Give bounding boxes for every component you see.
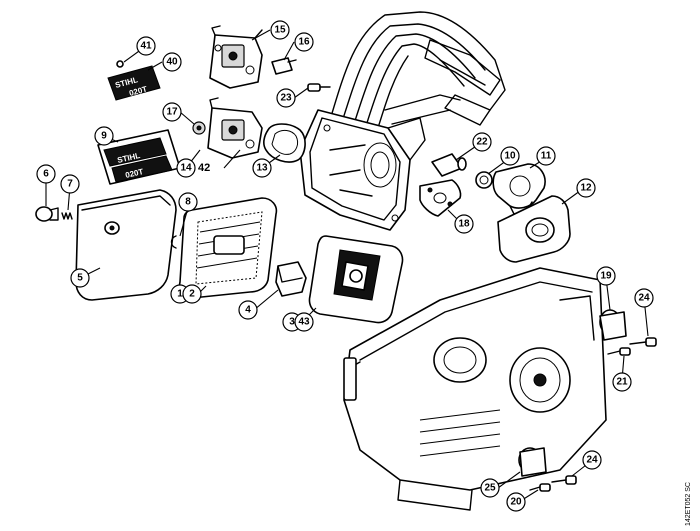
callout-12: 12 xyxy=(576,178,596,198)
drawing-reference-code: 142ET052 SC xyxy=(685,482,692,526)
callout-3-text: 3 xyxy=(289,317,295,328)
part-17-grommet xyxy=(192,121,206,135)
carburetor-upper xyxy=(209,25,263,89)
decal-9-model-text: 020T xyxy=(124,167,144,180)
part-22-fitting xyxy=(431,153,467,177)
part-16-nipple xyxy=(271,57,297,75)
callout-8: 8 xyxy=(178,192,198,212)
callout-7: 7 xyxy=(60,174,80,194)
callout-42-text: 42 xyxy=(198,162,210,174)
callout-14: 14 xyxy=(176,158,196,178)
part-10-ring xyxy=(475,171,493,189)
callout-24a-text: 24 xyxy=(638,293,650,304)
part-7-spring xyxy=(61,212,73,220)
callout-19: 19 xyxy=(596,266,616,286)
part-41-rivet xyxy=(116,60,124,68)
callout-40-text: 40 xyxy=(166,57,178,68)
callout-17: 17 xyxy=(162,102,182,122)
callout-25-text: 25 xyxy=(484,483,496,494)
part-8-clip xyxy=(170,235,177,249)
callout-12-text: 12 xyxy=(580,183,592,194)
part-19-buffer xyxy=(599,309,627,341)
callout-15: 15 xyxy=(270,20,290,40)
part-24a-screw xyxy=(629,337,657,347)
callout-11: 11 xyxy=(536,146,556,166)
callout-11-text: 11 xyxy=(541,151,552,162)
part-1-2-air-filter xyxy=(178,197,278,299)
callout-20: 20 xyxy=(506,492,526,512)
callout-25: 25 xyxy=(480,478,500,498)
callout-41: 41 xyxy=(136,36,156,56)
decal-40: STIHL 020T xyxy=(107,65,161,101)
callout-2: 2 xyxy=(182,284,202,304)
callout-18-text: 18 xyxy=(458,219,470,230)
callout-5: 5 xyxy=(70,268,90,288)
callout-2-text: 2 xyxy=(189,289,195,300)
carburetor-lower xyxy=(207,97,263,159)
callout-15-text: 15 xyxy=(274,25,286,36)
callout-9: 9 xyxy=(94,126,114,146)
callout-22: 22 xyxy=(472,132,492,152)
part-4-prefilter xyxy=(275,261,307,297)
handle-frame xyxy=(329,11,506,129)
part-18-flange xyxy=(419,179,462,217)
callout-43: 43 xyxy=(294,312,314,332)
callout-40: 40 xyxy=(162,52,182,72)
carburetor-box xyxy=(299,109,426,231)
callout-24a: 24 xyxy=(634,288,654,308)
callout-42: 42 xyxy=(198,162,210,174)
part-12-plate xyxy=(497,195,571,263)
callout-20-text: 20 xyxy=(510,497,522,508)
callout-4: 4 xyxy=(238,300,258,320)
callout-17-text: 17 xyxy=(166,107,178,118)
callout-4-text: 4 xyxy=(245,305,251,316)
callout-24b: 24 xyxy=(582,450,602,470)
callout-19-text: 19 xyxy=(600,271,612,282)
part-3-baseplate xyxy=(308,235,404,324)
engine-housing xyxy=(343,267,607,511)
callout-22-text: 22 xyxy=(476,137,488,148)
callout-10: 10 xyxy=(500,146,520,166)
callout-23: 23 xyxy=(276,88,296,108)
callout-16: 16 xyxy=(294,32,314,52)
callout-7-text: 7 xyxy=(67,179,73,190)
part-11-manifold xyxy=(492,163,546,215)
callout-8-text: 8 xyxy=(185,197,191,208)
callout-6-text: 6 xyxy=(43,169,49,180)
part-25-buffer xyxy=(518,447,547,477)
callout-13-text: 13 xyxy=(256,163,268,174)
callout-14-text: 14 xyxy=(180,163,192,174)
callout-23-text: 23 xyxy=(280,93,292,104)
callout-5-text: 5 xyxy=(77,273,83,284)
callout-16-text: 16 xyxy=(298,37,310,48)
callout-1-text: 1 xyxy=(177,289,183,300)
callout-41-text: 41 xyxy=(140,41,152,52)
callout-13: 13 xyxy=(252,158,272,178)
part-6-knob xyxy=(35,206,59,222)
part-24b-screw xyxy=(551,475,577,485)
callout-18: 18 xyxy=(454,214,474,234)
callout-21-text: 21 xyxy=(616,377,628,388)
callout-21: 21 xyxy=(612,372,632,392)
part-13-gasket xyxy=(263,123,306,163)
part-20-screw xyxy=(529,483,551,492)
callout-43-text: 43 xyxy=(298,317,310,328)
decal-9: STIHL 020T xyxy=(97,129,181,185)
part-23-screw xyxy=(307,83,331,92)
part-21-screw xyxy=(607,347,631,356)
callout-10-text: 10 xyxy=(504,151,516,162)
part-5-filter-cover xyxy=(75,189,177,301)
callout-24b-text: 24 xyxy=(586,455,598,466)
callout-9-text: 9 xyxy=(101,131,107,142)
callout-6: 6 xyxy=(36,164,56,184)
